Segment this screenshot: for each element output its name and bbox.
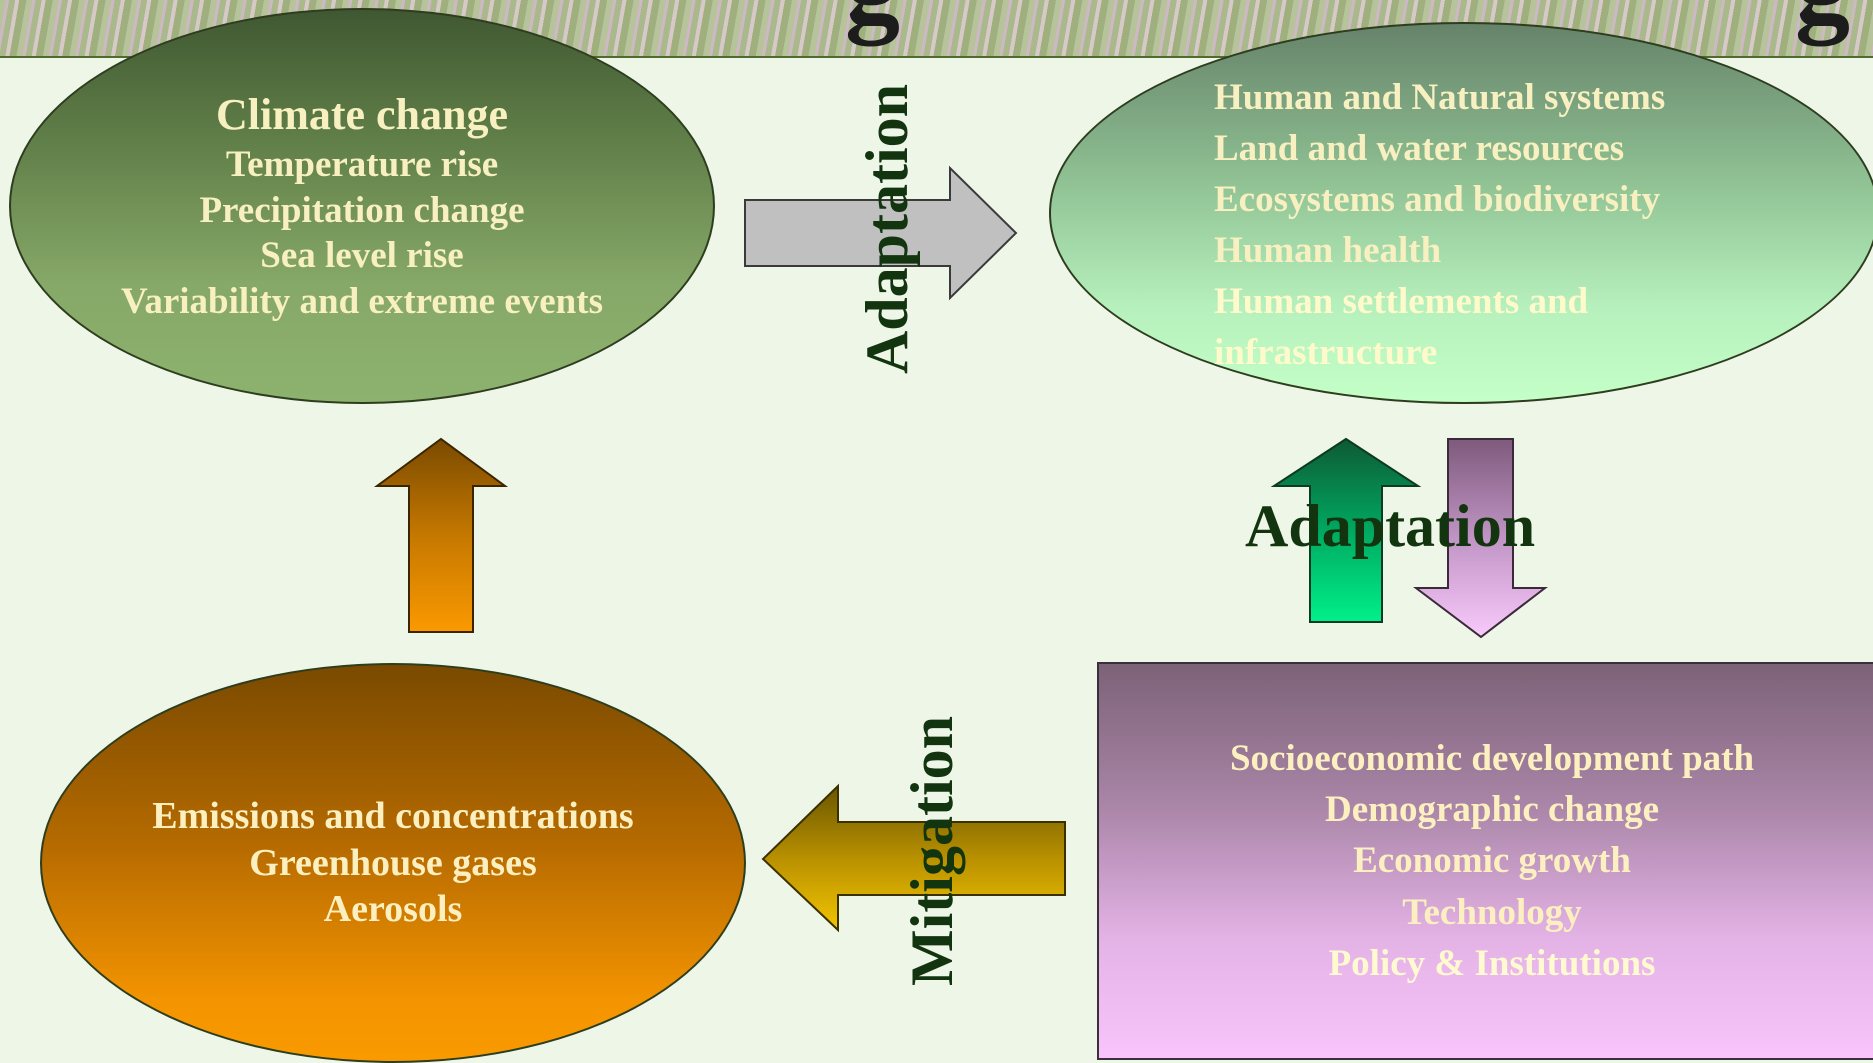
node-line: Greenhouse gases [249,841,537,884]
adaptation-label-top: Adaptation [854,83,920,375]
arrow-right-gray [744,165,1018,301]
arrow-down-pink [1413,438,1548,639]
node-line: Sea level rise [260,235,464,277]
node-line: Temperature rise [225,144,499,186]
mitigation-label: Mitigation [899,716,965,986]
node-line: Land and water resources [1214,128,1625,170]
node-line: Precipitation change [199,189,525,231]
node-line: infrastructure [1214,332,1438,374]
human-natural-systems-node: Human and Natural systems Land and water… [1049,22,1873,404]
climate-change-node: Climate change Temperature rise Precipit… [9,8,715,404]
node-line: Economic growth [1353,840,1631,882]
header-title-fragment: g [845,0,900,40]
adaptation-label-middle: Adaptation [1245,493,1536,559]
arrow-left-gold-shape [761,783,1066,933]
arrow-up-green [1270,437,1422,623]
node-line: Policy & Institutions [1328,942,1656,984]
node-line: Variability and extreme events [121,280,603,322]
node-line: Human settlements and [1214,281,1589,323]
node-line: Climate change [215,89,509,139]
node-line: Technology [1402,891,1582,933]
arrow-up-orange [373,437,509,633]
node-line: Emissions and concentrations [152,794,634,837]
header-title-fragment: g [1795,0,1850,40]
socioeconomic-node: Socioeconomic development path Demograph… [1097,662,1873,1060]
node-line: Aerosols [323,888,463,931]
node-line: Ecosystems and biodiversity [1214,179,1661,221]
node-line: Human health [1214,230,1442,272]
node-line: Demographic change [1325,789,1659,831]
node-line: Socioeconomic development path [1229,738,1755,780]
emissions-node: Emissions and concentrations Greenhouse … [40,663,746,1063]
node-line: Human and Natural systems [1214,77,1666,118]
